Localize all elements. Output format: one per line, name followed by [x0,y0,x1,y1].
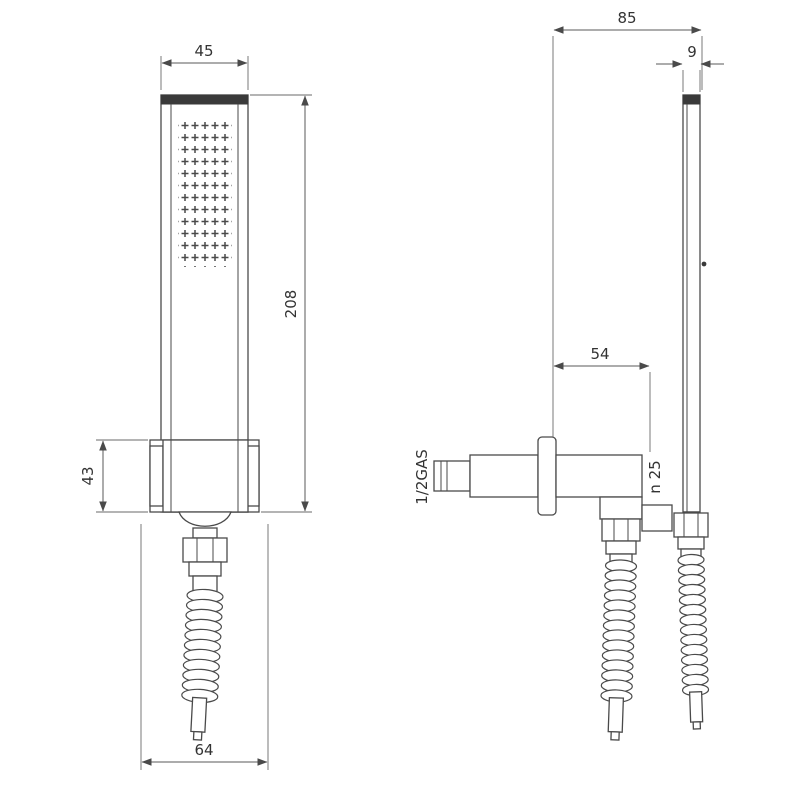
label-thread: 1/2GAS [413,449,431,505]
dim-9-label: 9 [687,43,697,61]
dimension-hose-64: 64 [140,524,269,770]
dimension-thickness-9: 9 [656,43,724,92]
wall-bracket-front [149,439,260,513]
dim-45-label: 45 [194,42,213,60]
hand-shower-side [682,94,707,513]
dim-64-label: 64 [194,741,213,759]
shower-hose-side-left [600,559,638,741]
thread-size-label: 1/2GAS [413,449,431,505]
dimension-bracket-43: 43 [79,439,148,513]
shower-hose-front [181,588,224,741]
dim-43-label: 43 [79,466,97,485]
hose-connector-front [178,511,232,593]
side-nozzle-dot [701,261,707,267]
dim-54-label: 54 [590,345,609,363]
label-diameter: n 25 [646,460,664,493]
diameter-label: n 25 [646,460,664,493]
dimension-depth-85: 85 [552,9,703,437]
dimension-length-208: 208 [250,94,312,513]
dimension-width-45: 45 [160,42,249,90]
dim-208-label: 208 [282,290,300,319]
dim-85-label: 85 [617,9,636,27]
spray-nozzle-pattern [178,117,232,267]
holder-arm-side [641,504,709,561]
wall-outlet-elbow [433,436,643,567]
dimension-offset-54: 54 [553,345,651,452]
shower-hose-side-right [677,553,710,730]
